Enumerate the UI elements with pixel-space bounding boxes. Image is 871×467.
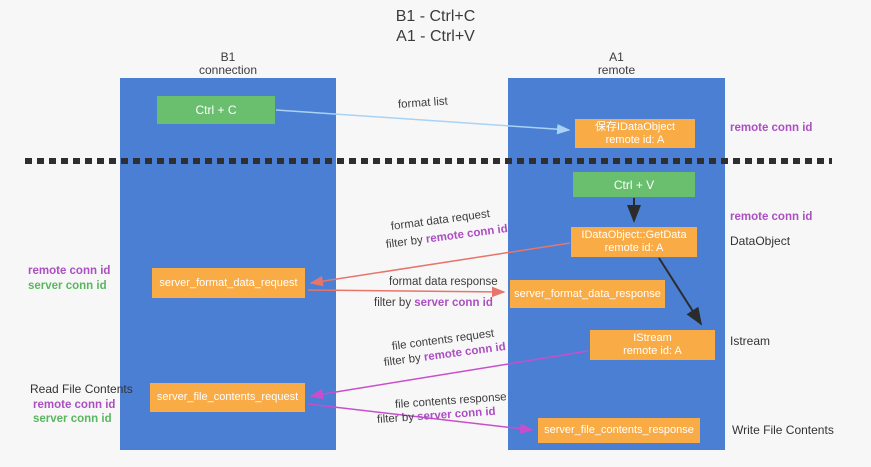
diagram-title-line2: A1 - Ctrl+V [396, 28, 475, 45]
lifeline-b1-title: B1 [220, 50, 236, 64]
istream-box: IStream remote id: A [590, 330, 715, 360]
lifeline-header-a1: A1 remote [508, 51, 725, 77]
ctrl-c-box: Ctrl + C [157, 96, 275, 124]
phase-divider-dashed-line [25, 158, 832, 164]
format-list-label: format list [397, 95, 449, 111]
left-server-conn-id-annotation-1: server conn id [28, 280, 107, 292]
dataobject-annotation: DataObject [730, 234, 791, 248]
lifeline-a1-title: A1 [609, 50, 624, 64]
idataobject-getdata-line1: IDataObject::GetData [581, 229, 687, 241]
save-dataobject-line2: remote id: A [605, 133, 665, 146]
filter-by-server-conn-id-label-1: filter by server conn id [374, 297, 493, 309]
filter-prefix: filter by [383, 351, 425, 369]
istream-annotation: Istream [730, 334, 771, 348]
left-remote-conn-id-annotation-2: remote conn id [33, 399, 116, 411]
ctrl-v-box: Ctrl + V [573, 172, 695, 197]
lifeline-a1-subtitle: remote [597, 63, 636, 77]
left-remote-conn-id-annotation-1: remote conn id [28, 265, 111, 277]
istream-line1: IStream [633, 332, 672, 344]
filter-prefix: filter by [385, 233, 427, 251]
lifeline-b1-subtitle: connection [198, 63, 258, 77]
filter-prefix: filter by [376, 411, 418, 426]
idataobject-getdata-line2: remote id: A [604, 242, 664, 254]
left-server-conn-id-annotation-2: server conn id [33, 413, 112, 425]
server-format-data-response-box: server_format_data_response [510, 280, 665, 308]
read-file-contents-annotation: Read File Contents [30, 382, 133, 396]
istream-line2: remote id: A [623, 345, 682, 357]
server-file-contents-response-box: server_file_contents_response [538, 418, 700, 443]
filter-prefix: filter by [374, 297, 415, 309]
arrow-format-data-response [307, 286, 506, 298]
diagram-title-line1: B1 - Ctrl+C [395, 8, 476, 25]
lifeline-header-b1: B1 connection [120, 51, 336, 77]
remote-conn-id-annotation-mid: remote conn id [730, 211, 813, 223]
remote-conn-id-annotation-top: remote conn id [730, 122, 813, 134]
server-format-data-request-box: server_format_data_request [152, 268, 305, 298]
server-file-contents-request-box: server_file_contents_request [150, 383, 305, 412]
format-data-response-label: format data response [389, 276, 498, 288]
write-file-contents-annotation: Write File Contents [732, 423, 834, 437]
save-dataobject-line1: 保存IDataObject [594, 120, 676, 133]
diagram-title: B1 - Ctrl+C A1 - Ctrl+V [0, 7, 871, 47]
save-dataobject-box: 保存IDataObject remote id: A [575, 119, 695, 148]
idataobject-getdata-box: IDataObject::GetData remote id: A [571, 227, 697, 257]
server-conn-id-text: server conn id [414, 297, 493, 309]
